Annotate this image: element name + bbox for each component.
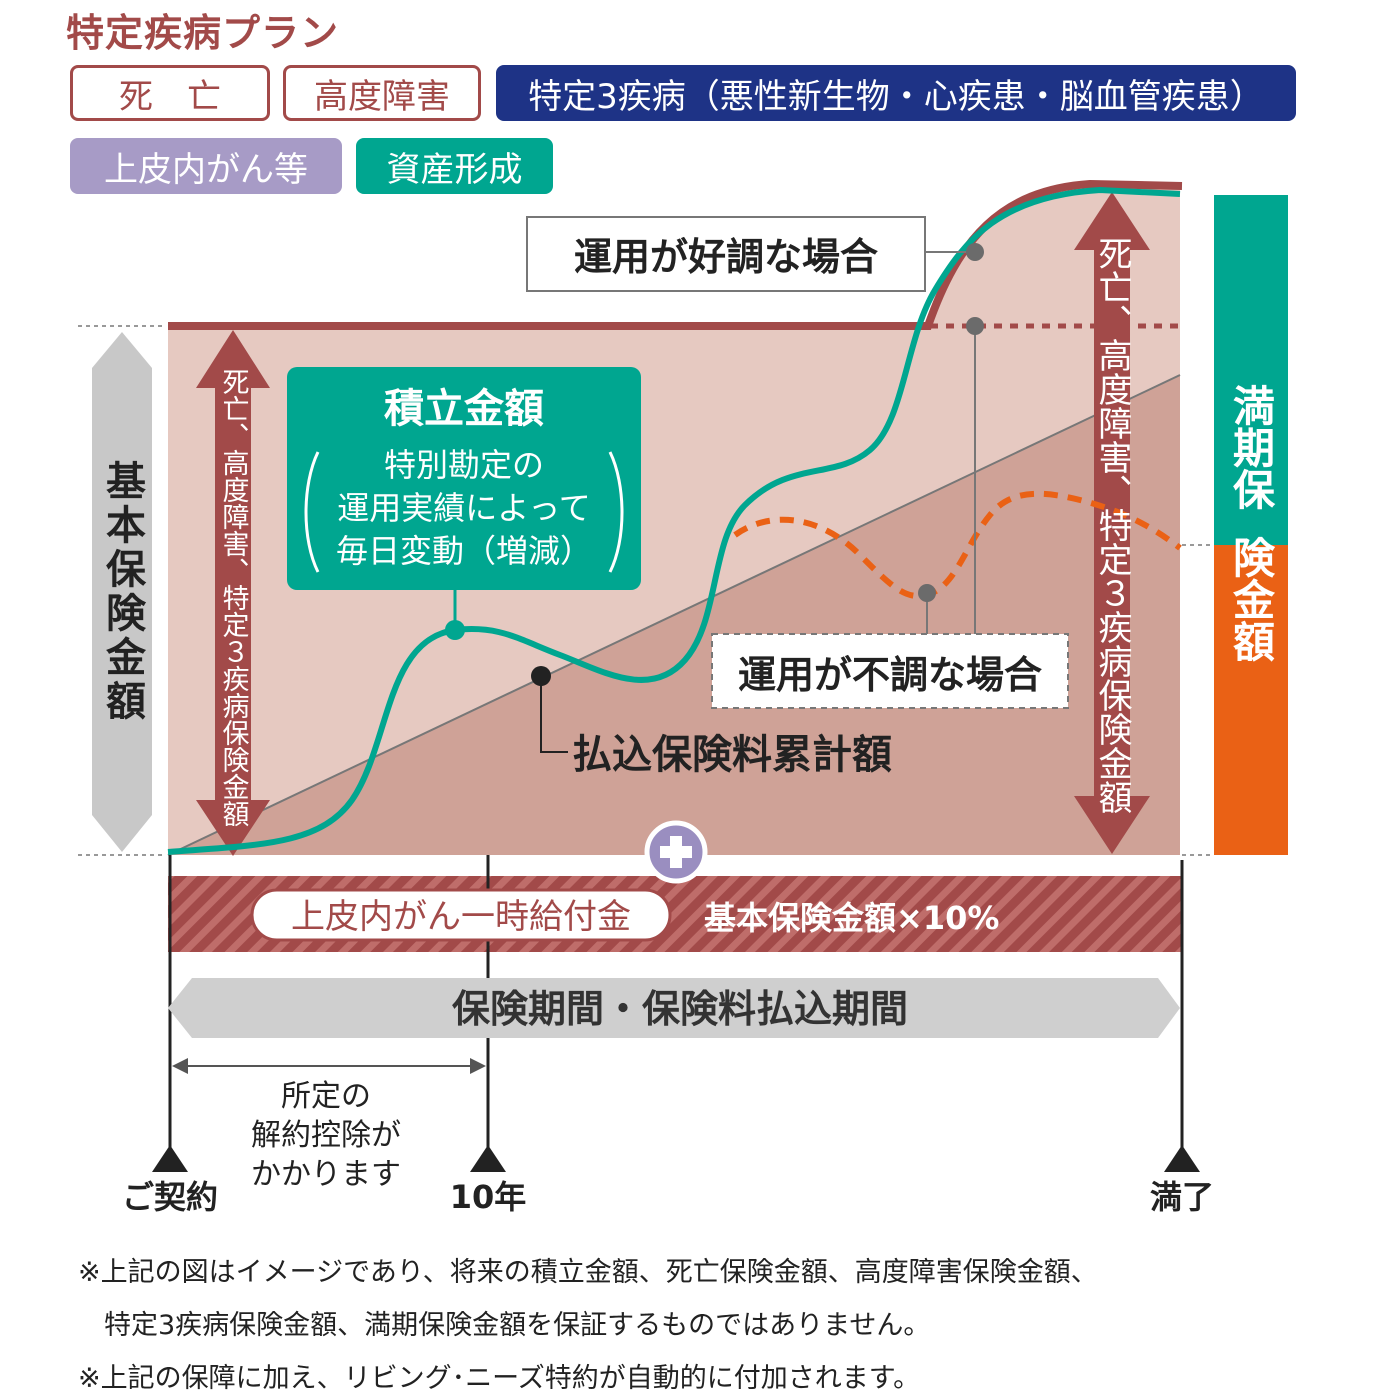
accum-box-line1: 特別勘定の xyxy=(384,446,544,484)
accum-paren-right xyxy=(608,451,624,573)
bad-point xyxy=(918,584,936,602)
bad-case-label: 運用が不調な場合 xyxy=(738,653,1042,697)
premium-callout-line xyxy=(540,676,568,753)
basic-sum-arrow xyxy=(92,332,152,852)
accum-box xyxy=(287,367,641,590)
tag-three-diseases: 特定3疾病（悪性新生物・心疾患・脳血管疾患） xyxy=(496,65,1296,121)
plus-icon-v xyxy=(670,836,682,868)
right-arrow-label: 死亡、高度障害、特定３疾病保険金額 xyxy=(1092,236,1132,814)
good-case-label: 運用が好調な場合 xyxy=(574,235,878,279)
good-case-box xyxy=(526,216,926,292)
accum-box-title: 積立金額 xyxy=(384,386,544,432)
accum-box-line3: 毎日変動（増減） xyxy=(336,532,592,570)
maturity-bar-teal xyxy=(1214,195,1288,545)
note-line2: 特定3疾病保険金額、満期保険金額を保証するものではありません。 xyxy=(104,1310,931,1341)
bad-case-box xyxy=(711,633,1069,709)
left-coverage-arrow xyxy=(196,330,270,856)
deduction-line3: かかります xyxy=(251,1157,401,1192)
maturity-label-bottom: 険金額 xyxy=(1227,536,1276,662)
deduction-arrow-right-head xyxy=(470,1058,486,1074)
year10-label: 10年 xyxy=(450,1178,527,1216)
period-band xyxy=(168,978,1180,1038)
end-label: 満了 xyxy=(1150,1178,1214,1216)
year10-triangle xyxy=(470,1145,506,1172)
poor-case-line xyxy=(733,490,1182,599)
deduction-arrow-left-head xyxy=(172,1058,188,1074)
basic-point xyxy=(966,317,984,335)
accum-point xyxy=(445,620,465,640)
benefit-pill-label: 上皮内がん一時給付金 xyxy=(291,897,631,937)
start-label: ご契約 xyxy=(122,1178,218,1216)
plan-diagram: 積立金額 特別勘定の 運用実績によって 毎日変動（増減） 運用が好調な場合 運用… xyxy=(78,179,1288,1216)
basic-sum-label: 基本保険金額 xyxy=(99,460,147,724)
premium-line xyxy=(167,374,1181,856)
deduction-line1: 所定の xyxy=(281,1079,371,1114)
end-triangle xyxy=(1164,1145,1200,1172)
note-line3: ※上記の保障に加え、リビング･ニーズ特約が自動的に付加されます。 xyxy=(78,1363,921,1394)
accum-box-line2: 運用実績によって xyxy=(337,489,590,527)
tag-asset: 資産形成 xyxy=(356,138,553,194)
accum-paren-left xyxy=(304,451,320,573)
tag-death: 死 亡 xyxy=(70,65,270,121)
benefit-amount: 基本保険金額×10% xyxy=(704,899,999,937)
plan-title: 特定疾病プラン xyxy=(66,11,340,55)
tag-intraepithelial: 上皮内がん等 xyxy=(70,138,342,194)
deduction-line2: 解約控除が xyxy=(251,1118,401,1153)
maturity-bar-orange xyxy=(1214,545,1288,855)
tag-disability: 高度障害 xyxy=(283,65,481,121)
good-point xyxy=(966,243,984,261)
premium-total-label: 払込保険料累計額 xyxy=(572,732,892,778)
maturity-label-top: 満期保 xyxy=(1227,384,1276,510)
start-triangle xyxy=(152,1145,188,1172)
left-arrow-label: 死亡、高度障害、特定３疾病保険金額 xyxy=(218,368,250,827)
benefit-pill xyxy=(250,888,672,942)
accumulation-curve xyxy=(167,186,1181,855)
premium-point xyxy=(531,666,551,686)
period-label: 保険期間・保険料払込期間 xyxy=(452,987,908,1031)
right-coverage-arrow xyxy=(1074,192,1150,854)
note-line1: ※上記の図はイメージであり、将来の積立金額、死亡保険金額、高度障害保険金額、 xyxy=(78,1257,1098,1288)
